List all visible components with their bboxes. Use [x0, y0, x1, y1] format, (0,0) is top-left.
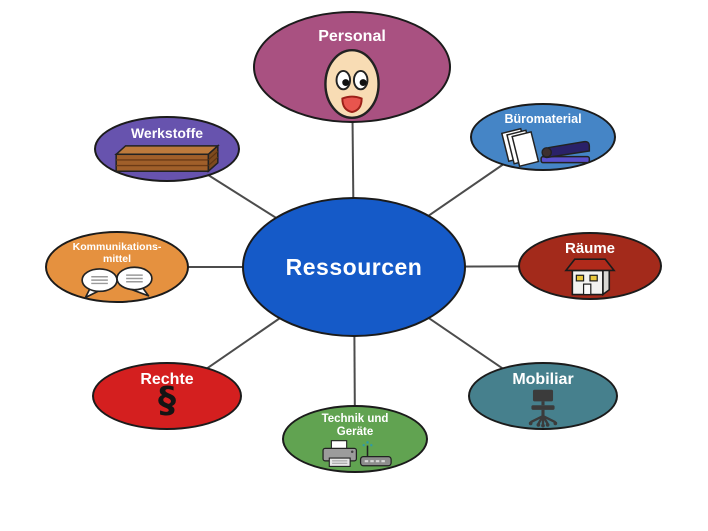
node-mobiliar-label: Mobiliar [512, 371, 574, 388]
node-technik-geraete: Technik und Geräte [282, 405, 428, 473]
node-werkstoffe: Werkstoffe [94, 116, 240, 182]
node-werkstoffe-label: Werkstoffe [130, 125, 204, 141]
node-rechte-label: Rechte [140, 371, 194, 388]
section-sign-icon: § [158, 380, 176, 422]
papers-stapler-icon [500, 128, 591, 168]
node-rechte: Rechte § [92, 362, 242, 430]
node-personal: Personal [253, 11, 451, 123]
printer-router-icon [322, 440, 392, 468]
house-icon [564, 258, 616, 297]
node-kommunikationsmittel: Kommunikations- mittel [45, 231, 189, 303]
node-raeume-label: Räume [564, 240, 616, 257]
office-chair-icon [528, 390, 558, 428]
center-node-label: Ressourcen [285, 253, 423, 280]
node-personal-label: Personal [318, 28, 386, 45]
speech-bubbles-icon [81, 266, 153, 299]
center-node-ressourcen: Ressourcen [242, 197, 466, 337]
node-raeume: Räume [518, 232, 662, 300]
node-bueromaterial-label: Büromaterial [504, 112, 582, 126]
smiley-face-icon [324, 48, 380, 120]
node-mobiliar: Mobiliar [468, 362, 618, 430]
wood-planks-icon [114, 144, 220, 174]
node-technik-label-line1: Technik und [321, 413, 389, 425]
node-bueromaterial: Büromaterial [470, 103, 616, 171]
node-technik-label-line2: Geräte [336, 426, 374, 439]
node-kommunikation-label-line2: mittel [102, 253, 131, 266]
node-kommunikation-label-line1: Kommunikations- [72, 241, 162, 253]
